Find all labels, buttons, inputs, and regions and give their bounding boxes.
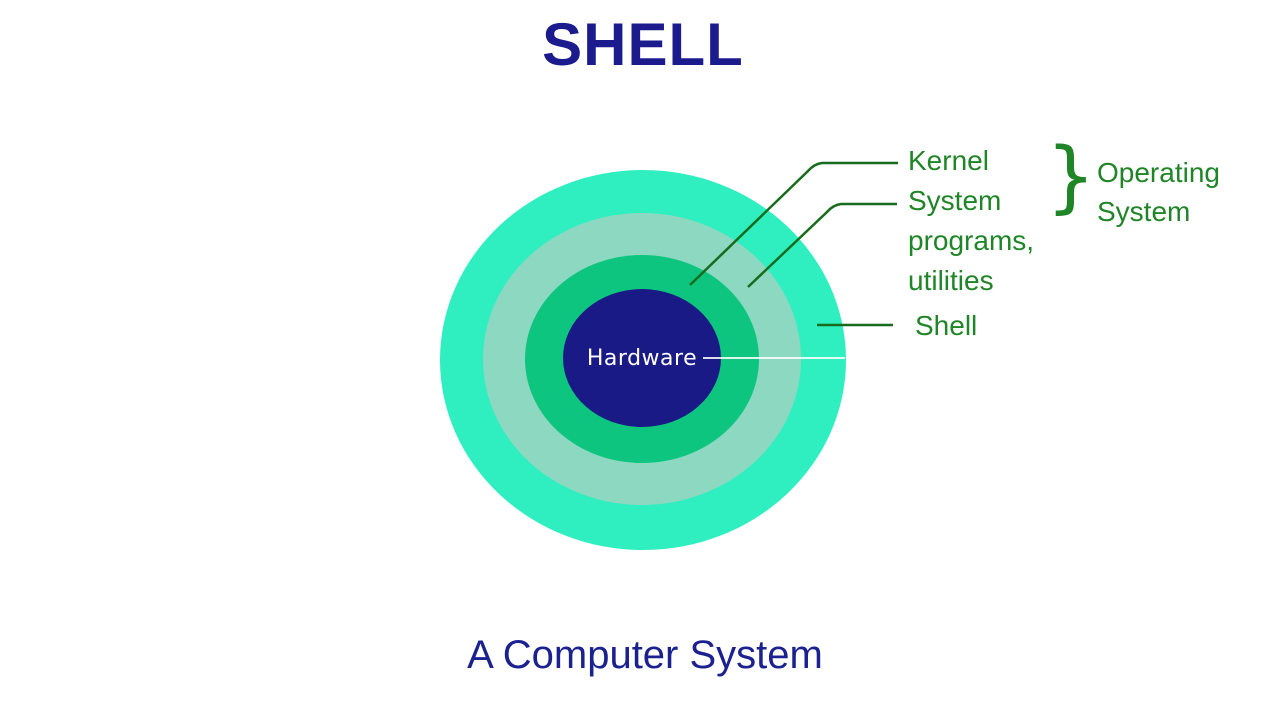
curly-brace: } — [1046, 132, 1096, 222]
hardware-label: Hardware — [586, 345, 698, 371]
page-title: SHELL — [542, 11, 744, 78]
operating-system-label: Operating System — [1097, 153, 1220, 231]
system-programs-label-line2: programs, — [908, 225, 1035, 256]
system-programs-label-line1: System — [908, 185, 1002, 216]
kernel-system-labels: Kernel System programs, utilities — [908, 141, 1034, 301]
system-programs-label-line3: utilities — [908, 265, 994, 296]
kernel-label: Kernel — [908, 145, 989, 176]
caption: A Computer System — [467, 633, 823, 677]
operating-system-label-line1: Operating — [1097, 157, 1220, 188]
shell-label: Shell — [915, 310, 978, 341]
hardware-circle: Hardware — [563, 289, 721, 427]
operating-system-label-line2: System — [1097, 196, 1191, 227]
